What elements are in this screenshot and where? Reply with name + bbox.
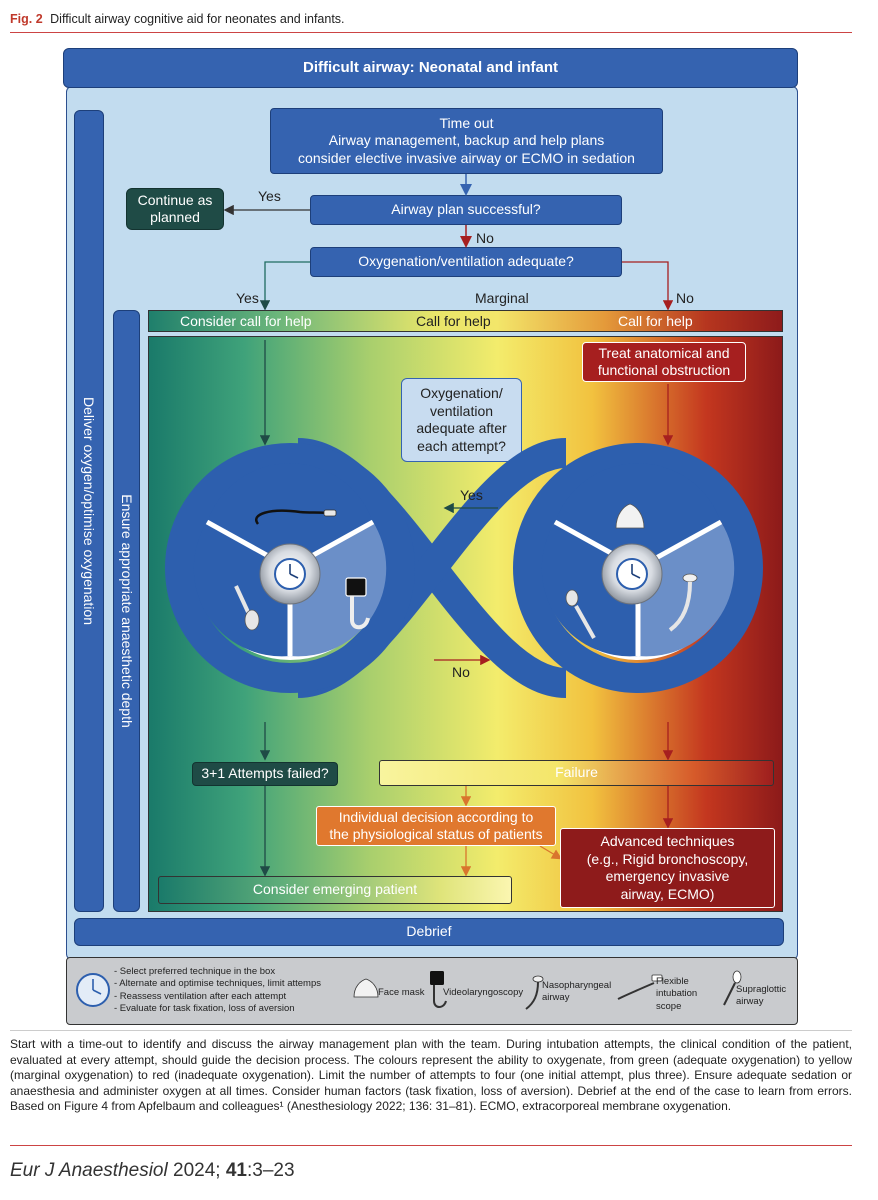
failure-box: Failure: [379, 760, 774, 786]
call-help-mid-label: Call for help: [416, 313, 491, 329]
face-mask-icon: [615, 503, 645, 529]
individual-decision-box: Individual decision according to the phy…: [316, 806, 556, 846]
oxygenation-box: Oxygenation/ventilation adequate?: [310, 247, 622, 277]
footer-rule: [10, 1145, 852, 1146]
left-technique-wheel: [193, 463, 387, 660]
legend-supraglottic-icon: [723, 970, 742, 1006]
loop-no-label: No: [452, 664, 470, 680]
debrief-bar: Debrief: [74, 918, 784, 946]
arrow-individual-to-advanced: [539, 845, 563, 860]
caption-rule: [10, 1030, 852, 1031]
legend-nasopharyngeal-icon: [525, 975, 544, 1010]
legend-videolaryngoscope-icon: [430, 971, 447, 1008]
marginal-label: Marginal: [475, 290, 529, 306]
figure-caption-top: Fig. 2 Difficult airway cognitive aid fo…: [10, 12, 345, 26]
oxygen-side-bar: Deliver oxygen/optimise oxygenation: [74, 110, 104, 912]
top-rule: [10, 32, 852, 33]
treat-obstruction-box: Treat anatomical and functional obstruct…: [582, 342, 746, 382]
legend-panel: [66, 957, 798, 1025]
figure-title: Difficult airway cognitive aid for neona…: [50, 12, 345, 26]
videolaryngoscope-icon: [345, 577, 370, 630]
journal-footer: Eur J Anaesthesiol 2024; 41:3–23: [10, 1160, 295, 1182]
infinity-loop: [165, 438, 763, 698]
yes-top-label: Yes: [258, 188, 281, 204]
legend-line: - Alternate and optimise techniques, lim…: [114, 978, 321, 990]
journal-pages: :3–23: [246, 1160, 295, 1181]
advanced-techniques-box: Advanced techniques (e.g., Rigid broncho…: [560, 828, 775, 908]
diagram-header: Difficult airway: Neonatal and infant: [63, 48, 798, 88]
legend-line: - Select preferred technique in the box: [114, 966, 276, 977]
legend-flexible-scope-icon: [617, 974, 663, 1000]
supraglottic-icon: [234, 585, 260, 631]
no-right-label: No: [676, 290, 694, 306]
diagram-graphics: [165, 174, 763, 877]
supraglottic-icon: [565, 589, 596, 639]
consider-call-help-label: Consider call for help: [180, 313, 312, 329]
legend-line: - Reassess ventilation after each attemp…: [114, 990, 287, 1002]
arrow-oxy-yes: [259, 261, 310, 311]
yes-left-label: Yes: [236, 290, 259, 306]
journal-year: 2024;: [167, 1160, 226, 1181]
legend-icons: [76, 970, 742, 1010]
journal-name: Eur J Anaesthesiol: [10, 1160, 168, 1181]
oxygenation-after-attempt-box: Oxygenation/ ventilation adequate after …: [401, 378, 522, 462]
arrow-oxy-no: [622, 261, 674, 311]
nasopharyngeal-icon: [668, 573, 698, 632]
legend-face-mask-label: Face mask: [378, 987, 425, 998]
call-for-help-bar: [148, 310, 783, 332]
loop-yes-label: Yes: [460, 487, 483, 503]
legend-line: - Evaluate for task fixation, loss of av…: [114, 1003, 295, 1015]
figure-caption: Start with a time-out to identify and di…: [10, 1037, 852, 1114]
right-technique-wheel: [541, 463, 735, 660]
legend-face-mask-icon: [353, 978, 379, 998]
emerging-patient-box: Consider emerging patient: [158, 876, 512, 904]
attempts-failed-box: 3+1 Attempts failed?: [192, 762, 338, 786]
depth-side-bar: Ensure appropriate anaesthetic depth: [113, 310, 140, 912]
legend-flexible-label: Flexible intubation scope: [656, 976, 698, 1012]
legend-supraglottic-label: Supraglottic airway: [736, 984, 787, 1008]
continue-box: Continue as planned: [126, 188, 224, 230]
no-top-label: No: [476, 230, 494, 246]
legend-nasopharyngeal-label: Nasopharyngeal airway: [542, 980, 612, 1004]
flexible-scope-icon: [255, 509, 327, 525]
legend-clock-lines: - Select preferred technique in the box …: [114, 966, 321, 1015]
figure-number: Fig. 2: [10, 12, 43, 26]
legend-videolaryngoscopy-label: Videolaryngoscopy: [443, 987, 524, 998]
journal-volume: 41: [225, 1160, 247, 1181]
time-out-box: Time out Airway management, backup and h…: [270, 108, 663, 174]
call-help-right-label: Call for help: [618, 313, 693, 329]
